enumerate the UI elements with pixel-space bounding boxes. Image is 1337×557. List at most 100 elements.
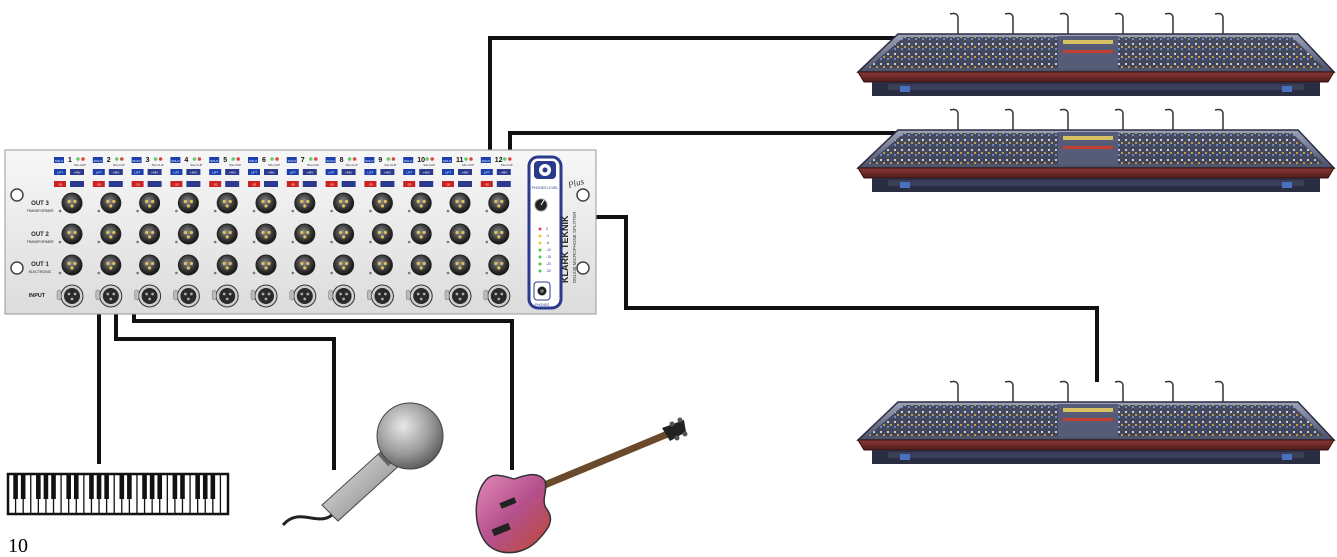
latch-button[interactable] [367, 289, 372, 301]
pad-button[interactable] [325, 181, 338, 187]
phantom-button[interactable] [496, 169, 511, 175]
xlr-output-1-icon[interactable] [255, 254, 277, 276]
xlr-output-3-icon[interactable] [449, 192, 471, 214]
lift-button[interactable] [92, 169, 105, 175]
phase-button[interactable] [380, 181, 395, 187]
xlr-output-2-icon[interactable] [177, 223, 199, 245]
solo-button[interactable] [131, 157, 142, 163]
lift-button[interactable] [131, 169, 144, 175]
xlr-output-2-icon[interactable] [449, 223, 471, 245]
latch-button[interactable] [211, 289, 217, 301]
pad-button[interactable] [403, 181, 416, 187]
phase-button[interactable] [264, 181, 278, 187]
xlr-output-1-icon[interactable] [100, 254, 122, 276]
pad-button[interactable] [364, 181, 377, 187]
phase-button[interactable] [147, 181, 162, 187]
xlr-output-1-icon[interactable] [488, 254, 510, 276]
phantom-button[interactable] [70, 169, 84, 175]
xlr-output-3-icon[interactable] [61, 192, 83, 214]
xlr-output-2-icon[interactable] [488, 223, 510, 245]
latch-button[interactable] [56, 289, 62, 301]
xlr-output-3-icon[interactable] [139, 192, 161, 214]
phase-button[interactable] [70, 181, 84, 187]
phantom-button[interactable] [380, 169, 395, 175]
solo-button[interactable] [54, 157, 64, 163]
lift-button[interactable] [248, 169, 260, 175]
solo-button[interactable] [92, 157, 103, 163]
xlr-output-1-icon[interactable] [294, 254, 316, 276]
lift-button[interactable] [209, 169, 222, 175]
latch-button[interactable] [289, 289, 295, 301]
phase-button[interactable] [458, 181, 472, 187]
lift-button[interactable] [364, 169, 377, 175]
pad-button[interactable] [92, 181, 105, 187]
xlr-output-3-icon[interactable] [410, 192, 432, 214]
solo-button[interactable] [403, 157, 414, 163]
lift-button[interactable] [442, 169, 454, 175]
phantom-button[interactable] [458, 169, 472, 175]
phase-button[interactable] [302, 181, 317, 187]
xlr-output-2-icon[interactable] [371, 223, 393, 245]
solo-button[interactable] [364, 157, 375, 163]
phase-button[interactable] [225, 181, 240, 187]
xlr-output-2-icon[interactable] [333, 223, 355, 245]
xlr-output-3-icon[interactable] [100, 192, 122, 214]
pad-button[interactable] [54, 181, 66, 187]
xlr-output-1-icon[interactable] [139, 254, 161, 276]
phantom-button[interactable] [186, 169, 201, 175]
phase-button[interactable] [108, 181, 123, 187]
pad-button[interactable] [131, 181, 144, 187]
xlr-output-1-icon[interactable] [371, 254, 393, 276]
xlr-output-1-icon[interactable] [177, 254, 199, 276]
xlr-output-3-icon[interactable] [255, 192, 277, 214]
solo-button[interactable] [442, 157, 452, 163]
phantom-button[interactable] [147, 169, 162, 175]
xlr-output-3-icon[interactable] [488, 192, 510, 214]
latch-button[interactable] [173, 289, 178, 301]
xlr-output-1-icon[interactable] [61, 254, 83, 276]
lift-button[interactable] [403, 169, 416, 175]
phase-button[interactable] [419, 181, 434, 187]
xlr-output-2-icon[interactable] [294, 223, 316, 245]
lift-button[interactable] [286, 169, 299, 175]
solo-button[interactable] [286, 157, 297, 163]
xlr-output-2-icon[interactable] [216, 223, 238, 245]
pad-button[interactable] [248, 181, 260, 187]
latch-button[interactable] [405, 289, 411, 301]
lift-button[interactable] [170, 169, 183, 175]
latch-button[interactable] [250, 289, 256, 301]
xlr-output-3-icon[interactable] [333, 192, 355, 214]
xlr-output-2-icon[interactable] [61, 223, 83, 245]
xlr-output-3-icon[interactable] [294, 192, 316, 214]
xlr-output-1-icon[interactable] [216, 254, 238, 276]
solo-button[interactable] [248, 157, 258, 163]
solo-button[interactable] [209, 157, 220, 163]
pad-button[interactable] [480, 181, 493, 187]
lift-button[interactable] [54, 169, 66, 175]
xlr-output-1-icon[interactable] [449, 254, 471, 276]
latch-button[interactable] [134, 289, 139, 301]
pad-button[interactable] [442, 181, 454, 187]
latch-button[interactable] [444, 289, 450, 301]
solo-button[interactable] [480, 157, 491, 163]
xlr-output-3-icon[interactable] [371, 192, 393, 214]
pad-button[interactable] [209, 181, 222, 187]
lift-button[interactable] [480, 169, 493, 175]
pad-button[interactable] [170, 181, 183, 187]
phase-button[interactable] [341, 181, 356, 187]
phase-button[interactable] [186, 181, 201, 187]
pad-button[interactable] [286, 181, 299, 187]
phantom-button[interactable] [108, 169, 123, 175]
solo-button[interactable] [170, 157, 181, 163]
latch-button[interactable] [328, 289, 333, 301]
xlr-output-2-icon[interactable] [139, 223, 161, 245]
latch-button[interactable] [95, 289, 101, 301]
xlr-output-1-icon[interactable] [333, 254, 355, 276]
xlr-output-3-icon[interactable] [216, 192, 238, 214]
xlr-output-2-icon[interactable] [255, 223, 277, 245]
phantom-button[interactable] [419, 169, 434, 175]
xlr-output-2-icon[interactable] [410, 223, 432, 245]
phase-button[interactable] [496, 181, 511, 187]
phantom-button[interactable] [264, 169, 278, 175]
xlr-output-1-icon[interactable] [410, 254, 432, 276]
